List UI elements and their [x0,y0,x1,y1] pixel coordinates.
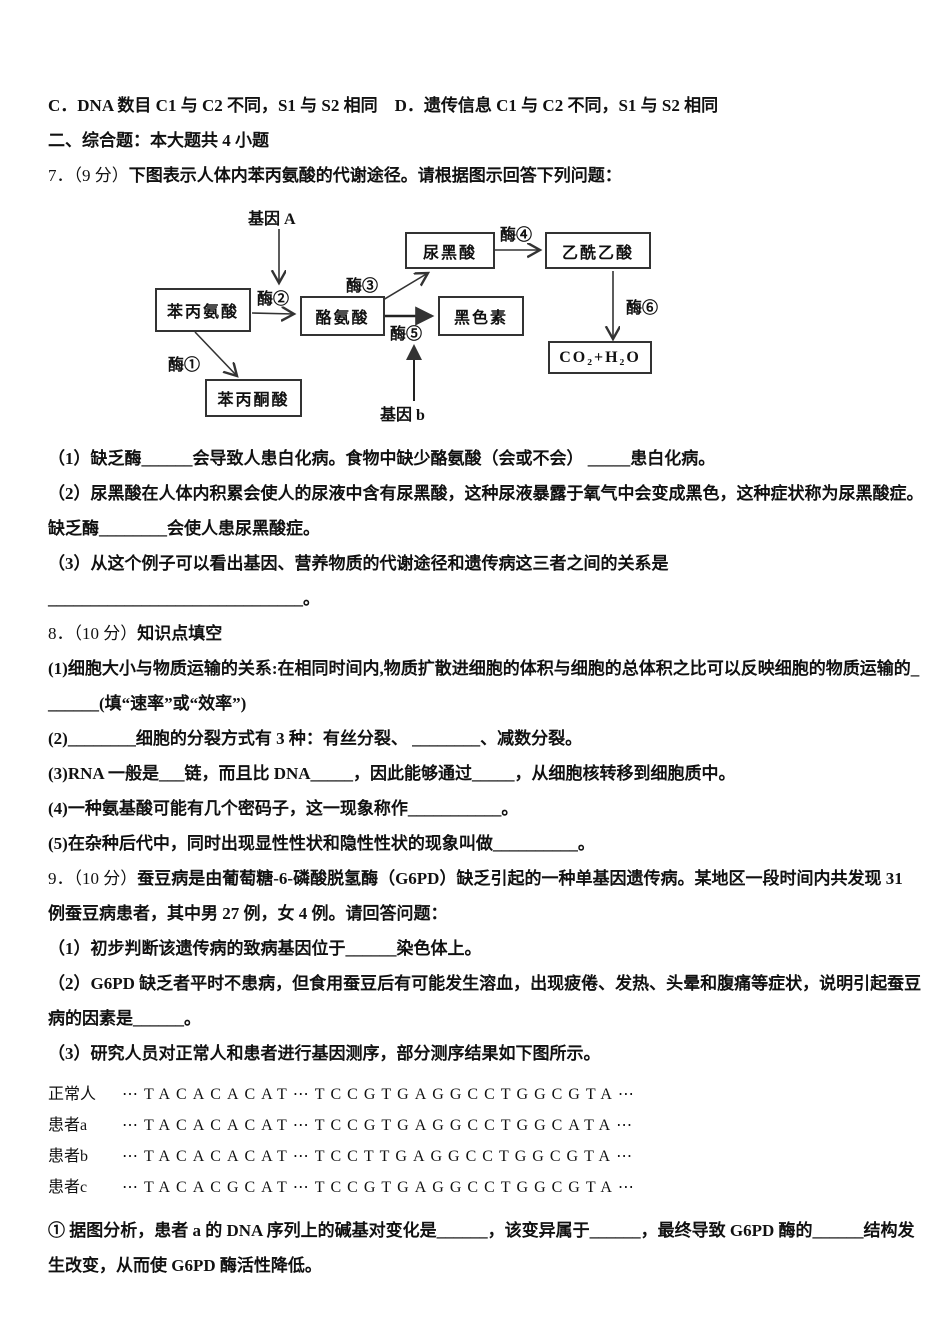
q8-item-1: (1)细胞大小与物质运输的关系:在相同时间内,物质扩散进细胞的体积与细胞的总体积… [48,659,920,678]
q7-number: 7．（9 分） [48,166,129,185]
sequence-text: ⋯TACACACAT⋯TCCTTGAGGCCTGGCGTA⋯ [122,1148,639,1165]
q7-part-2-cont: 缺乏酶________会使人患尿黑酸症。 [48,519,320,538]
sequence-row-patient-b: 患者b ⋯TACACACAT⋯TCCTTGAGGCCTGGCGTA⋯ [48,1141,926,1172]
q7-part-2: （2）尿黑酸在人体内积累会使人的尿液中含有尿黑酸，这种尿液暴露于氧气中会变成黑色… [48,484,924,503]
q7-metabolic-pathway-diagram: 基因 A 酶② 酶③ 酶④ 酶⑥ 酶⑤ 酶① 基因 b 苯丙氨酸 酪氨酸 尿黑酸… [48,199,728,431]
q9-stem: 蚕豆病是由葡萄糖-6-磷酸脱氢酶（G6PD）缺乏引起的一种单基因遗传病。某地区一… [137,869,903,888]
q9-part-1: （1）初步判断该遗传病的致病基因位于______染色体上。 [48,939,482,958]
diagram-box-melanin: 黑色素 [438,296,524,336]
q8-item-1-cont: ______(填“速率”或“效率”) [48,694,247,713]
q7-stem-line: 7．（9 分）下图表示人体内苯丙氨酸的代谢途径。请根据图示回答下列问题： [48,158,926,193]
q8-item-4: (4)一种氨基酸可能有几个密码子，这一现象称作___________。 [48,799,519,818]
sequence-row-normal: 正常人 ⋯TACACACAT⋯TCCGTGAGGCCTGGCGTA⋯ [48,1079,926,1110]
sequence-label: 患者b [48,1148,89,1165]
diagram-label-enzyme-4: 酶④ [500,227,533,244]
q9-number: 9．（10 分） [48,869,138,888]
diagram-box-tyrosine: 酪氨酸 [300,296,385,336]
diagram-box-co2-h2o: CO₂+H₂O [548,341,652,374]
sequence-label: 患者c [48,1179,88,1196]
sequence-label: 正常人 [48,1086,97,1103]
diagram-box-phenylpyruvic-acid: 苯丙酮酸 [205,379,302,417]
q9-sub-1-cont: 生改变，从而使 G6PD 酶活性降低。 [48,1256,322,1275]
q8-item-5: (5)在杂种后代中，同时出现显性性状和隐性性状的现象叫做__________。 [48,834,595,853]
sequence-text: ⋯TACACACAT⋯TCCGTGAGGCCTGGCATA⋯ [122,1117,639,1134]
q8-title: 知识点填空 [137,624,223,643]
q9-sequence-table: 正常人 ⋯TACACACAT⋯TCCGTGAGGCCTGGCGTA⋯ 患者a ⋯… [48,1079,926,1203]
sequence-text: ⋯TACACGCAT⋯TCCGTGAGGCCTGGCGTA⋯ [122,1179,640,1196]
diagram-label-enzyme-2: 酶② [257,291,290,308]
exam-page: C．DNA 数目 C1 与 C2 不同，S1 与 S2 相同 D．遗传信息 C1… [48,96,926,1275]
q8-item-2: (2)________细胞的分裂方式有 3 种：有丝分裂、 ________、减… [48,729,583,748]
sequence-row-patient-a: 患者a ⋯TACACACAT⋯TCCGTGAGGCCTGGCATA⋯ [48,1110,926,1141]
diagram-box-homogentisic-acid: 尿黑酸 [405,232,495,269]
diagram-box-acetoacetic-acid: 乙酰乙酸 [545,232,651,269]
q9-sub-1: ① 据图分析，患者 a 的 DNA 序列上的碱基对变化是______，该变异属于… [48,1221,915,1240]
diagram-label-enzyme-3: 酶③ [346,278,379,295]
diagram-box-phenylalanine: 苯丙氨酸 [155,288,251,332]
q7-part-3: （3）从这个例子可以看出基因、营养物质的代谢途径和遗传病这三者之间的关系是___… [48,554,669,608]
section-header: 二、综合题：本大题共 4 小题 [48,131,269,150]
diagram-arrows [194,229,728,401]
sequence-text: ⋯TACACACAT⋯TCCGTGAGGCCTGGCGTA⋯ [122,1086,640,1103]
diagram-label-enzyme-6: 酶⑥ [626,300,659,317]
q8-header-line: 8．（10 分）知识点填空 [48,616,926,651]
q8-number: 8．（10 分） [48,624,138,643]
diagram-label-gene-a: 基因 A [248,211,296,228]
option-cd-line: C．DNA 数目 C1 与 C2 不同，S1 与 S2 相同 D．遗传信息 C1… [48,96,719,115]
sequence-row-patient-c: 患者c ⋯TACACGCAT⋯TCCGTGAGGCCTGGCGTA⋯ [48,1172,926,1203]
q7-stem: 下图表示人体内苯丙氨酸的代谢途径。请根据图示回答下列问题： [128,166,622,185]
q9-stem-cont: 例蚕豆病患者，其中男 27 例，女 4 例。请回答问题： [48,904,448,923]
q9-stem-line: 9．（10 分）蚕豆病是由葡萄糖-6-磷酸脱氢酶（G6PD）缺乏引起的一种单基因… [48,861,926,896]
diagram-label-gene-b: 基因 b [380,407,425,424]
q9-part-2-cont: 病的因素是______。 [48,1009,201,1028]
q9-part-3: （3）研究人员对正常人和患者进行基因测序，部分测序结果如下图所示。 [48,1044,601,1063]
diagram-label-enzyme-1: 酶① [168,357,201,374]
q9-part-2: （2）G6PD 缺乏者平时不患病，但食用蚕豆后有可能发生溶血，出现疲倦、发热、头… [48,974,922,993]
sequence-label: 患者a [48,1117,88,1134]
diagram-label-enzyme-5: 酶⑤ [390,326,423,343]
q8-item-3: (3)RNA 一般是___链，而且比 DNA_____，因此能够通过_____，… [48,764,736,783]
q7-part-1: （1）缺乏酶______会导致人患白化病。食物中缺少酪氨酸（会或不会） ____… [48,449,716,468]
